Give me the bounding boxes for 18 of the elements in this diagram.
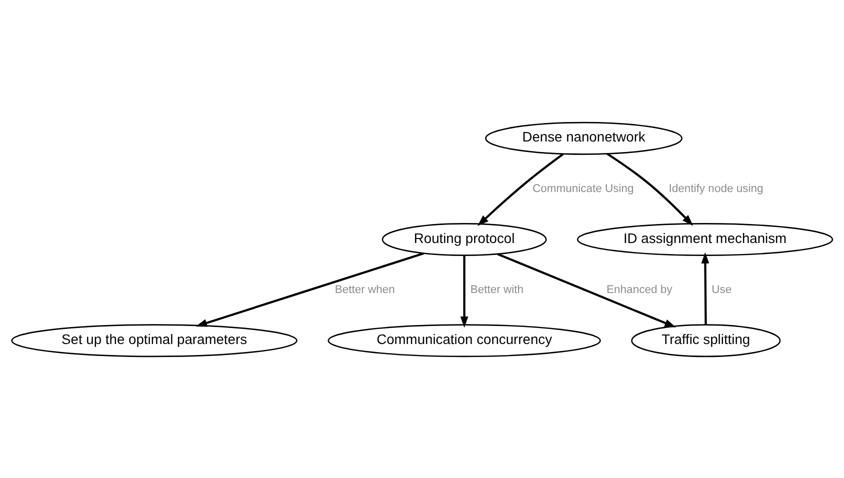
node-ellipse: Communication concurrency [328,324,601,357]
arrow [497,252,676,327]
arrow [460,254,468,328]
node-ellipse: Traffic splitting [631,324,781,357]
edge-label: Identify node using [668,182,764,194]
arrow [701,252,710,324]
arrow [477,152,564,226]
node-ellipse: Dense nanonetwork [485,121,683,154]
edge-label: Better with [470,284,524,296]
arrow [606,152,694,226]
node-ellipse: Set up the optimal parameters [11,324,298,357]
edge-label: Use [712,284,732,296]
edge-label: Communicate Using [532,182,634,194]
edge-label: Better when [334,284,395,296]
node-ellipse: ID assignment mechanism [576,222,834,256]
arrow [196,252,424,326]
node-ellipse: Routing protocol [382,222,547,256]
edge-label: Enhanced by [606,284,672,296]
